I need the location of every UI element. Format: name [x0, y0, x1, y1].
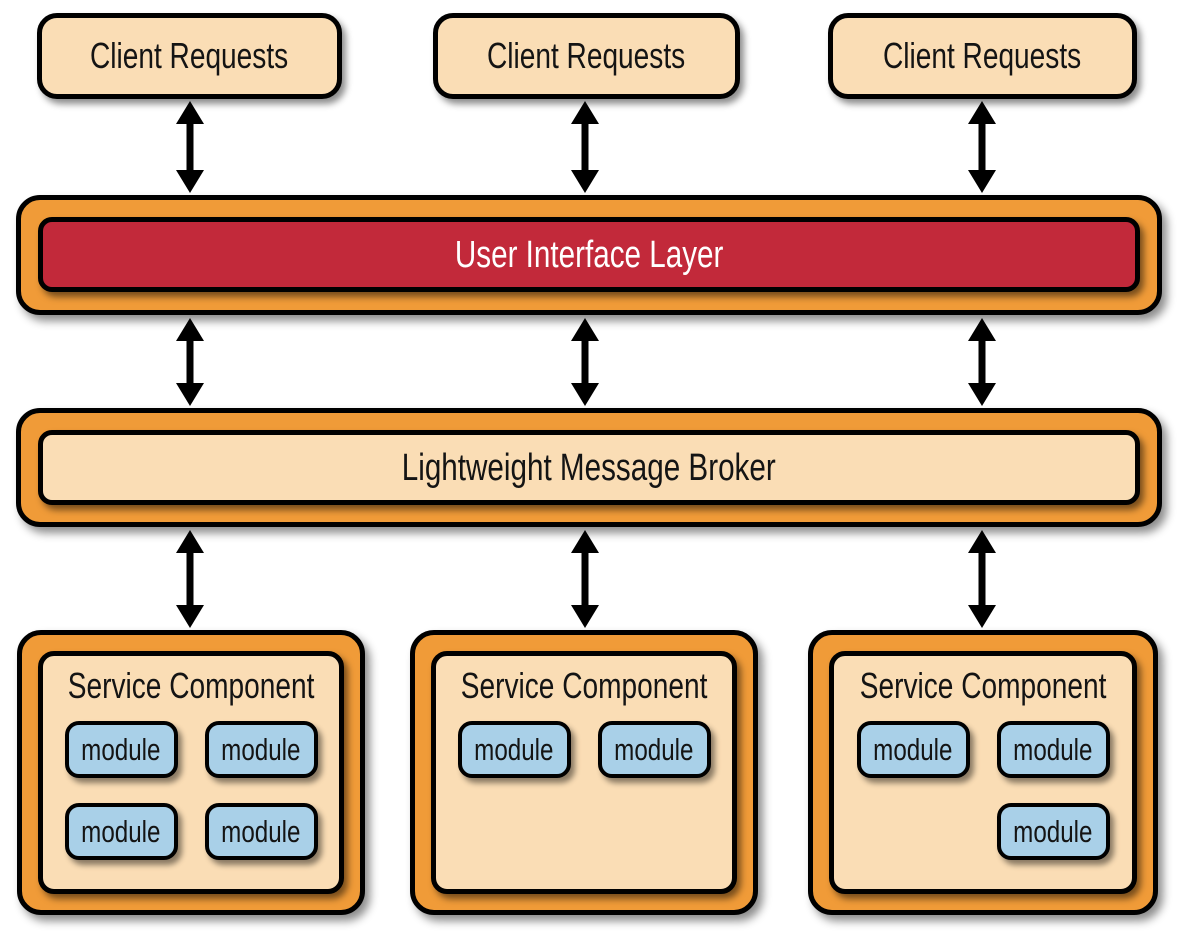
client-requests-label: Client Requests: [883, 35, 1082, 76]
client-requests-box-3: Client Requests: [828, 13, 1137, 99]
arrow-shaft: [186, 119, 194, 175]
module-grid: module module: [457, 721, 711, 778]
service-component-inner: Service Component module module: [431, 651, 737, 894]
module-grid: module module module: [856, 721, 1110, 860]
service-component-inner: Service Component module module module m…: [38, 651, 344, 894]
client-requests-label: Client Requests: [487, 35, 686, 76]
bidirectional-arrow: [968, 101, 996, 193]
module-label: module: [873, 732, 953, 767]
user-interface-layer-inner: User Interface Layer: [38, 217, 1140, 292]
service-component-title: Service Component: [67, 665, 315, 706]
arrow-shaft: [581, 119, 589, 175]
module-label: module: [1013, 732, 1093, 767]
bidirectional-arrow: [571, 318, 599, 406]
service-component-inner: Service Component module module module: [829, 651, 1137, 894]
module-box: module: [597, 721, 711, 778]
service-component-box-2: Service Component module module: [410, 630, 758, 915]
service-component-box-3: Service Component module module module: [808, 630, 1158, 915]
module-box: module: [64, 721, 178, 778]
arrow-shaft: [581, 548, 589, 610]
bidirectional-arrow: [176, 318, 204, 406]
module-box: module: [64, 803, 178, 860]
message-broker-box: Lightweight Message Broker: [16, 408, 1162, 527]
message-broker-inner: Lightweight Message Broker: [38, 430, 1140, 505]
module-box: module: [457, 721, 571, 778]
module-box: module: [204, 803, 318, 860]
client-requests-label: Client Requests: [90, 35, 289, 76]
bidirectional-arrow: [968, 530, 996, 628]
bidirectional-arrow: [176, 101, 204, 193]
arrow-shaft: [978, 336, 986, 388]
bidirectional-arrow: [571, 530, 599, 628]
module-box: module: [996, 803, 1110, 860]
arrow-shaft: [978, 548, 986, 610]
arrow-shaft: [581, 336, 589, 388]
module-label: module: [221, 814, 301, 849]
module-label: module: [221, 732, 301, 767]
user-interface-layer-label: User Interface Layer: [454, 233, 724, 276]
module-box: module: [204, 721, 318, 778]
bidirectional-arrow: [968, 318, 996, 406]
user-interface-layer-box: User Interface Layer: [16, 195, 1162, 315]
client-requests-box-1: Client Requests: [37, 13, 342, 99]
module-label: module: [474, 732, 554, 767]
module-box: module: [996, 721, 1110, 778]
service-component-title: Service Component: [460, 665, 708, 706]
message-broker-label: Lightweight Message Broker: [401, 446, 776, 489]
bidirectional-arrow: [571, 101, 599, 193]
arrow-shaft: [186, 548, 194, 610]
module-label: module: [614, 732, 694, 767]
module-box: module: [856, 721, 970, 778]
service-component-box-1: Service Component module module module m…: [17, 630, 365, 915]
bidirectional-arrow: [176, 530, 204, 628]
arrow-shaft: [978, 119, 986, 175]
module-grid: module module module module: [64, 721, 318, 860]
module-label: module: [81, 814, 161, 849]
module-label: module: [1013, 814, 1093, 849]
arrow-shaft: [186, 336, 194, 388]
client-requests-box-2: Client Requests: [433, 13, 740, 99]
module-label: module: [81, 732, 161, 767]
service-component-title: Service Component: [859, 665, 1107, 706]
